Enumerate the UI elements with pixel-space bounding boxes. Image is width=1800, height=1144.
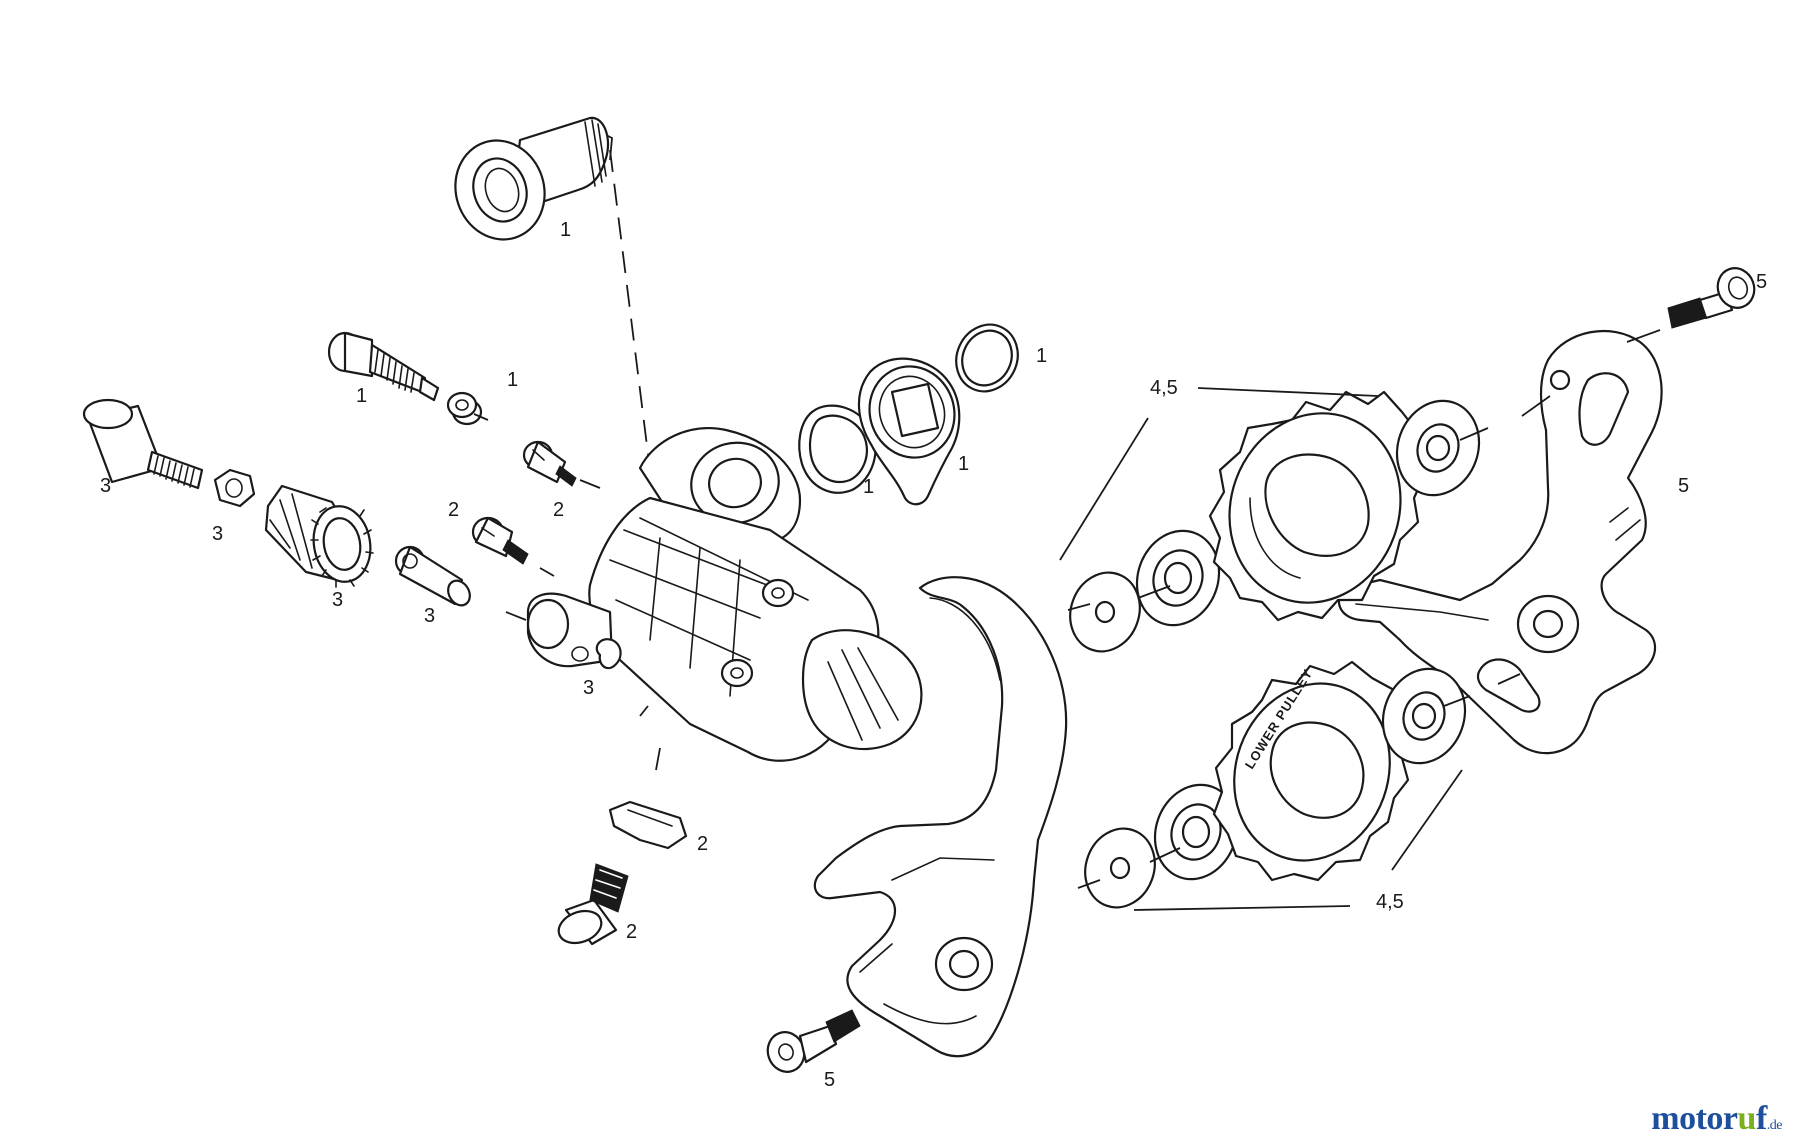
callout-bracket-clip: 2 (697, 833, 708, 855)
callout-upper-screw: 2 (553, 499, 564, 521)
callout-small-washer: 1 (507, 369, 518, 391)
lower-limit-screw (471, 516, 529, 565)
callout-upper-pulley-group: 4,5 (1150, 377, 1178, 399)
hex-nut (213, 468, 256, 508)
oval-ring (798, 404, 877, 494)
long-bolt (327, 331, 440, 402)
callout-knurled-adjuster: 3 (332, 589, 343, 611)
bottom-bolt (557, 863, 629, 946)
derailleur-body (526, 427, 923, 762)
callouts: 1 1 1 1 1 1 2 2 2 2 3 3 3 3 3 4,5 4,5 5 … (100, 219, 1767, 1091)
upper-pulley-wheel (1208, 390, 1426, 622)
cage-inner-plate (1337, 329, 1663, 755)
cage-screw-top (1667, 267, 1756, 329)
lower-pulley-bearing-right (1381, 667, 1467, 765)
callout-top-screw: 5 (1756, 271, 1767, 293)
callout-lower-pulley-group: 4,5 (1376, 891, 1404, 913)
cage-outer-plate (813, 576, 1068, 1058)
leader-lines (473, 329, 1661, 911)
pivot-cover (857, 357, 961, 506)
site-watermark-logo: motoruf.de (1651, 1100, 1782, 1137)
pivot-bolt (454, 116, 610, 241)
callout-barrel-adjuster: 3 (100, 475, 111, 497)
small-washer (446, 391, 483, 426)
upper-limit-screw (522, 440, 577, 487)
callout-oval-ring: 1 (863, 476, 874, 498)
upper-pulley-bearing-right (1395, 399, 1481, 497)
callout-bottom-screw: 5 (824, 1069, 835, 1091)
callout-ferrule: 3 (424, 605, 435, 627)
bracket-clip (608, 800, 688, 850)
callout-pivot-pin: 3 (583, 677, 594, 699)
o-ring (955, 323, 1019, 393)
upper-pulley-stack (1069, 529, 1221, 653)
callout-pivot-cover: 1 (958, 453, 969, 475)
barrel-adjuster (82, 398, 204, 490)
cage-screw-bottom (766, 1009, 861, 1073)
pivot-pin-clip (595, 638, 622, 670)
callout-left-screw: 2 (448, 499, 459, 521)
callout-pivot-bolt: 1 (560, 219, 571, 241)
cable-ferrule (394, 545, 471, 607)
callout-hex-nut: 3 (212, 523, 223, 545)
assembly-axis-dashed (609, 149, 651, 471)
callout-long-bolt: 1 (356, 385, 367, 407)
callout-bottom-bolt: 2 (626, 921, 637, 943)
callout-o-ring: 1 (1036, 345, 1047, 367)
callout-inner-plate: 5 (1678, 475, 1689, 497)
knurled-adjuster (264, 484, 374, 588)
lower-pulley-wheel: LOWER PULLEY (1212, 660, 1412, 882)
